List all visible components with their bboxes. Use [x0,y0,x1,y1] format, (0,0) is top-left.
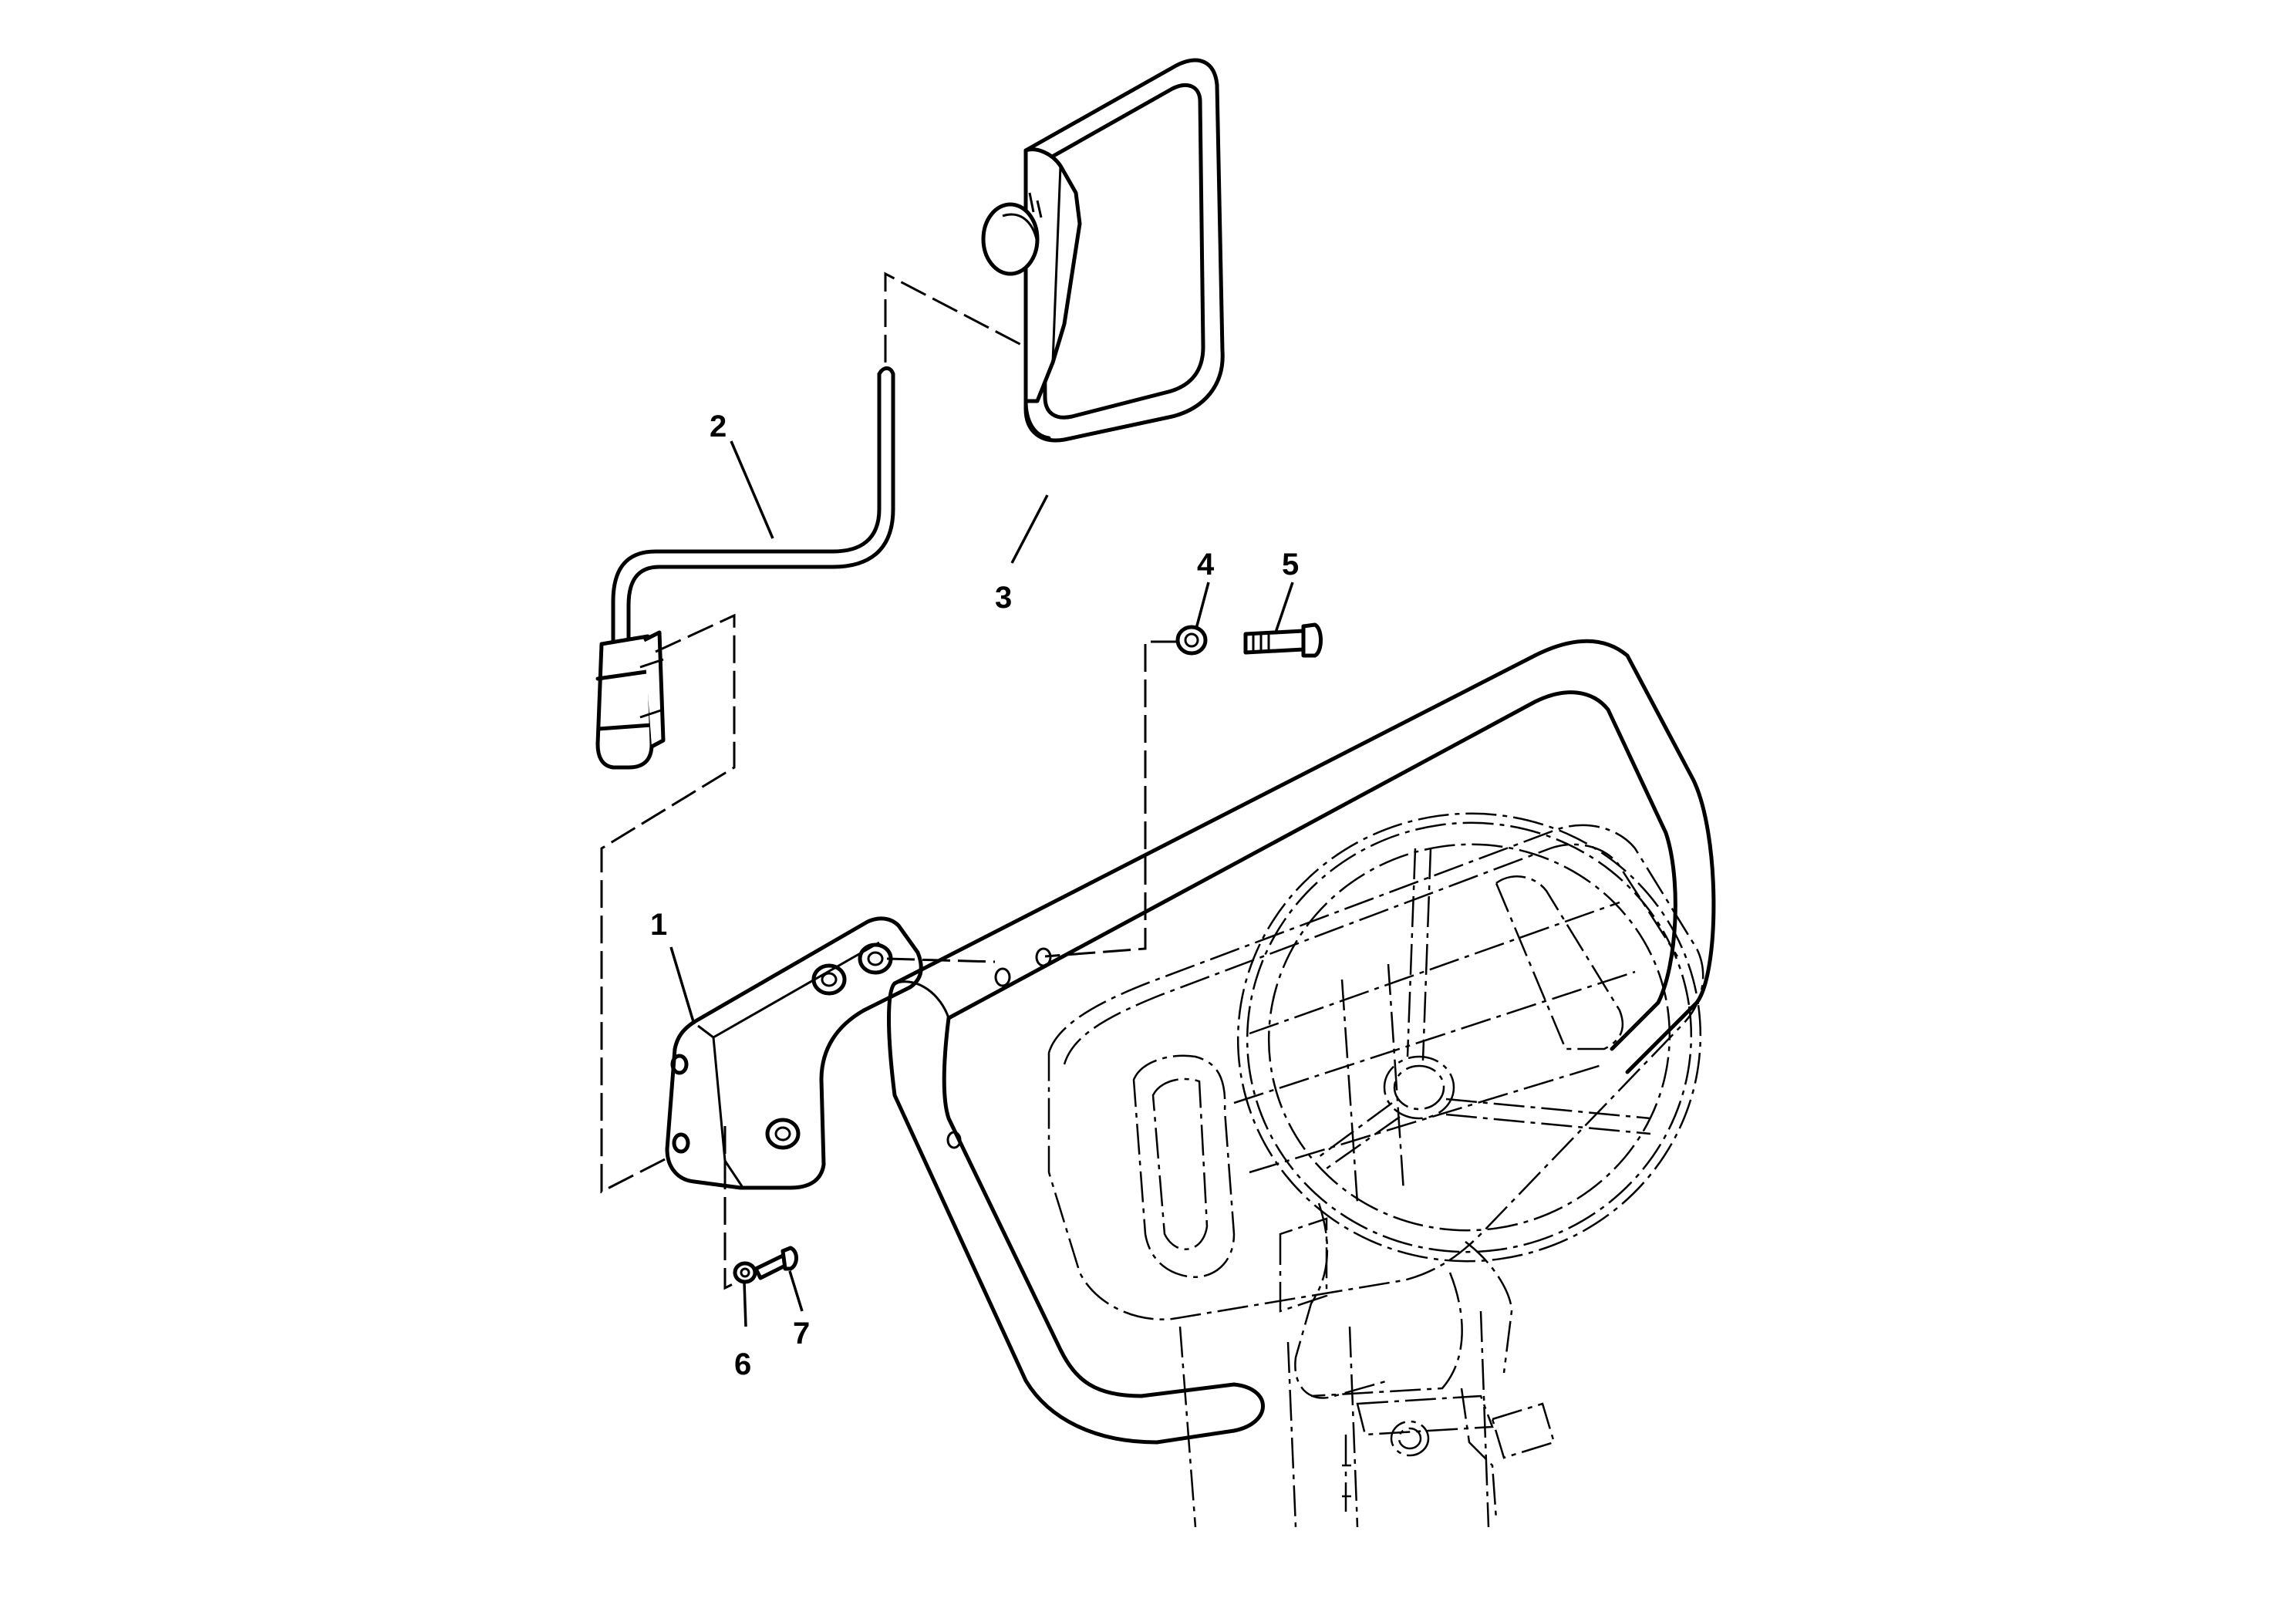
mounting-bracket [665,916,923,1190]
callout-1: 1 [650,908,696,1025]
callout-number: 3 [995,581,1012,615]
callout-number: 6 [734,1347,751,1381]
steering-wheel-ghost [1236,812,1702,1263]
bolt-icon [1243,622,1323,658]
mirror-arm [595,366,895,770]
weld-nut-icon [765,1118,801,1150]
callout-number: 7 [793,1317,810,1351]
callout-7: 7 [788,1270,810,1351]
callout-6: 6 [734,1281,751,1381]
callout-3: 3 [995,494,1049,615]
callout-number: 2 [710,410,727,443]
guard-rail-frame [887,639,1716,1445]
small-washer-icon [733,1261,757,1284]
callout-5: 5 [1274,548,1299,633]
assembly-leader-lines [600,271,1178,1290]
callout-4: 4 [1195,548,1215,629]
callout-number: 4 [1197,548,1215,582]
washer-icon [1175,625,1208,656]
callout-number: 1 [650,908,667,942]
callout-2: 2 [710,410,774,539]
small-screw-icon [754,1246,798,1280]
steering-console-ghost [1047,824,1704,1528]
weld-nut-icon [858,943,893,975]
mirror-head [981,58,1225,443]
callout-number: 5 [1282,548,1299,582]
weld-nut-icon [811,963,847,996]
